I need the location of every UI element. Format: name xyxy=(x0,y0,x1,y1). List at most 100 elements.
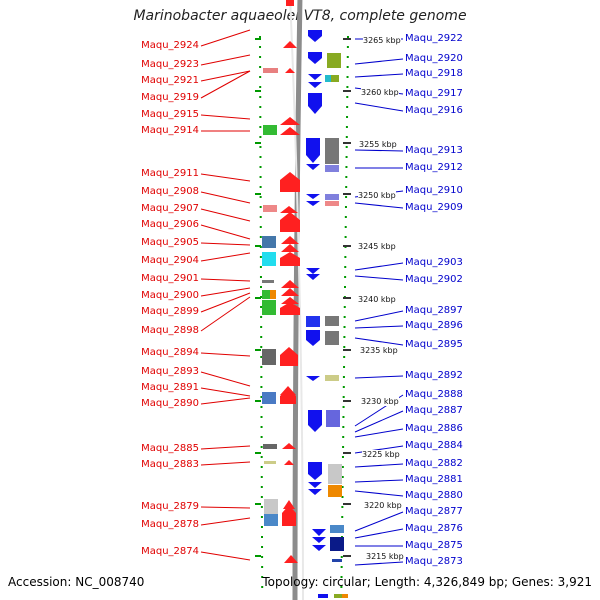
gene-arrow[interactable] xyxy=(282,443,296,449)
left-gene-label[interactable]: Maqu_2898 xyxy=(141,325,199,336)
left-gene-label[interactable]: Maqu_2924 xyxy=(141,40,199,51)
right-gene-label[interactable]: Maqu_2876 xyxy=(405,523,463,534)
gene-arrow[interactable] xyxy=(308,462,322,480)
right-gene-label[interactable]: Maqu_2881 xyxy=(405,474,463,485)
right-gene-label[interactable]: Maqu_2877 xyxy=(405,506,463,517)
right-gene-label[interactable]: Maqu_2897 xyxy=(405,305,463,316)
left-gene-label[interactable]: Maqu_2901 xyxy=(141,273,199,284)
gene-box[interactable] xyxy=(325,316,339,326)
gene-box[interactable] xyxy=(262,392,276,404)
left-gene-label[interactable]: Maqu_2893 xyxy=(141,366,199,377)
gene-box[interactable] xyxy=(262,252,276,266)
gene-arrow[interactable] xyxy=(308,52,322,64)
right-gene-label[interactable]: Maqu_2882 xyxy=(405,458,463,469)
gene-arrow[interactable] xyxy=(281,280,299,296)
right-gene-label[interactable]: Maqu_2886 xyxy=(405,423,463,434)
gene-arrow[interactable] xyxy=(280,252,300,266)
left-gene-label[interactable]: Maqu_2874 xyxy=(141,546,199,557)
left-gene-label[interactable]: Maqu_2921 xyxy=(141,75,199,86)
gene-box[interactable] xyxy=(263,205,277,212)
gene-box[interactable] xyxy=(326,410,340,427)
gene-arrow[interactable] xyxy=(280,386,296,404)
left-gene-label[interactable]: Maqu_2906 xyxy=(141,219,199,230)
gene-box[interactable] xyxy=(286,0,294,6)
gene-arrow[interactable] xyxy=(306,376,320,381)
gene-box[interactable] xyxy=(325,331,339,345)
gene-box[interactable] xyxy=(264,499,278,514)
gene-arrow[interactable] xyxy=(306,164,320,170)
gene-arrow[interactable] xyxy=(306,268,320,280)
right-gene-label[interactable]: Maqu_2880 xyxy=(405,490,463,501)
gene-box[interactable] xyxy=(318,594,328,598)
right-gene-label[interactable]: Maqu_2884 xyxy=(405,440,463,451)
right-gene-label[interactable]: Maqu_2873 xyxy=(405,556,463,567)
left-gene-label[interactable]: Maqu_2878 xyxy=(141,519,199,530)
gene-box[interactable] xyxy=(327,53,341,68)
right-gene-label[interactable]: Maqu_2912 xyxy=(405,162,463,173)
right-gene-label[interactable]: Maqu_2913 xyxy=(405,145,463,156)
right-gene-label[interactable]: Maqu_2916 xyxy=(405,105,463,116)
gene-box[interactable] xyxy=(332,559,342,562)
gene-box[interactable] xyxy=(325,375,339,381)
gene-box[interactable] xyxy=(262,300,276,315)
gene-arrow[interactable] xyxy=(306,194,320,206)
gene-arrow[interactable] xyxy=(280,347,298,366)
gene-arrow[interactable] xyxy=(306,330,320,346)
right-gene-label[interactable]: Maqu_2903 xyxy=(405,257,463,268)
gene-arrow[interactable] xyxy=(280,172,300,192)
gene-box[interactable] xyxy=(325,194,339,200)
gene-arrow[interactable] xyxy=(280,297,300,315)
gene-box[interactable] xyxy=(262,290,270,299)
right-gene-label[interactable]: Maqu_2875 xyxy=(405,540,463,551)
left-gene-label[interactable]: Maqu_2891 xyxy=(141,382,199,393)
gene-box[interactable] xyxy=(263,68,278,73)
right-gene-label[interactable]: Maqu_2888 xyxy=(405,389,463,400)
right-gene-label[interactable]: Maqu_2910 xyxy=(405,185,463,196)
left-gene-label[interactable]: Maqu_2919 xyxy=(141,92,199,103)
gene-arrow[interactable] xyxy=(284,460,294,465)
left-gene-label[interactable]: Maqu_2915 xyxy=(141,109,199,120)
gene-arrow[interactable] xyxy=(308,93,322,114)
right-gene-label[interactable]: Maqu_2896 xyxy=(405,320,463,331)
left-gene-label[interactable]: Maqu_2890 xyxy=(141,398,199,409)
gene-box[interactable] xyxy=(262,280,274,283)
right-gene-label[interactable]: Maqu_2920 xyxy=(405,53,463,64)
left-gene-label[interactable]: Maqu_2907 xyxy=(141,203,199,214)
gene-box[interactable] xyxy=(263,444,277,449)
left-gene-label[interactable]: Maqu_2899 xyxy=(141,306,199,317)
gene-box[interactable] xyxy=(325,75,331,82)
gene-arrow[interactable] xyxy=(282,500,296,526)
gene-box[interactable] xyxy=(331,75,339,82)
gene-box[interactable] xyxy=(262,349,276,365)
gene-box[interactable] xyxy=(328,464,342,484)
left-gene-label[interactable]: Maqu_2911 xyxy=(141,168,199,179)
gene-box[interactable] xyxy=(330,525,344,533)
gene-arrow[interactable] xyxy=(306,138,320,163)
gene-arrow[interactable] xyxy=(283,41,297,48)
right-gene-label[interactable]: Maqu_2892 xyxy=(405,370,463,381)
gene-arrow[interactable] xyxy=(281,236,299,252)
gene-box[interactable] xyxy=(325,201,339,206)
gene-arrow[interactable] xyxy=(312,529,326,551)
gene-box[interactable] xyxy=(306,316,320,327)
left-gene-label[interactable]: Maqu_2905 xyxy=(141,237,199,248)
left-gene-label[interactable]: Maqu_2914 xyxy=(141,125,199,136)
right-gene-label[interactable]: Maqu_2918 xyxy=(405,68,463,79)
gene-box[interactable] xyxy=(328,485,342,497)
gene-arrow[interactable] xyxy=(308,30,322,42)
gene-arrow[interactable] xyxy=(285,68,295,73)
right-gene-label[interactable]: Maqu_2902 xyxy=(405,274,463,285)
gene-arrow[interactable] xyxy=(284,555,298,563)
left-gene-label[interactable]: Maqu_2904 xyxy=(141,255,199,266)
gene-box[interactable] xyxy=(263,125,277,135)
gene-box[interactable] xyxy=(264,461,276,464)
gene-arrow[interactable] xyxy=(308,410,322,432)
gene-box[interactable] xyxy=(325,165,339,172)
left-gene-label[interactable]: Maqu_2883 xyxy=(141,459,199,470)
right-gene-label[interactable]: Maqu_2917 xyxy=(405,88,463,99)
gene-box[interactable] xyxy=(330,537,344,551)
gene-arrow[interactable] xyxy=(308,482,322,495)
gene-arrow[interactable] xyxy=(308,74,322,88)
gene-arrow[interactable] xyxy=(280,212,300,232)
gene-arrow[interactable] xyxy=(280,206,298,213)
